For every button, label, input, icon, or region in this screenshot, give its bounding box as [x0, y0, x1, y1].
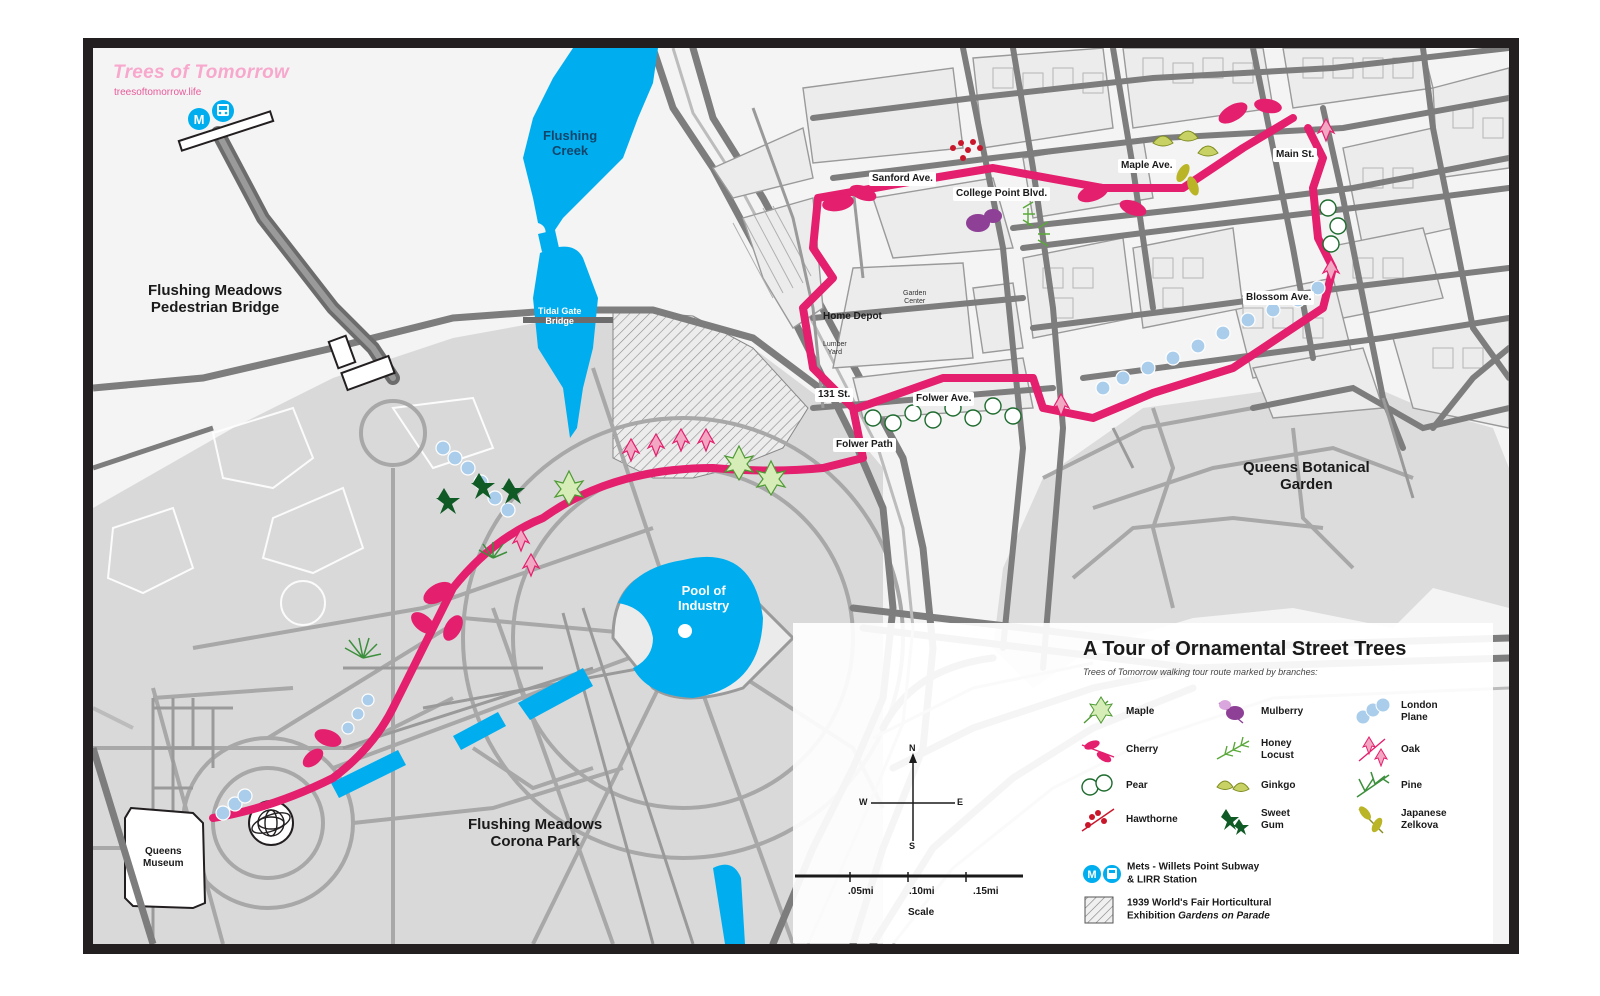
legend-oak: Oak	[1353, 733, 1493, 767]
legend-maple: Maple	[1078, 695, 1218, 729]
scale-tick: .15mi	[973, 886, 999, 897]
legend-label: London Plane	[1401, 700, 1438, 723]
street-college-point: College Point Blvd.	[953, 187, 1051, 201]
legend-hawthorne: Hawthorne	[1078, 803, 1218, 837]
compass-n: N	[909, 743, 916, 753]
legend-subtitle: Trees of Tomorrow walking tour route mar…	[1083, 667, 1318, 677]
route-branches	[215, 98, 1347, 821]
station-icons: M	[188, 100, 234, 130]
street-maple: Maple Ave.	[1118, 159, 1176, 173]
street-folwer-ave: Folwer Ave.	[913, 392, 975, 406]
legend-honey-locust: Honey Locust	[1213, 733, 1353, 767]
legend-mulberry: Mulberry	[1213, 695, 1353, 729]
legend-station-label: Mets - Willets Point Subway & LIRR Stati…	[1127, 861, 1260, 886]
legend-ginkgo: Ginkgo	[1213, 769, 1353, 803]
legend-label: Cherry	[1126, 744, 1159, 755]
scale-bar-graphic	[795, 872, 1023, 882]
sweet-gum-branch-icon	[1221, 809, 1249, 835]
compass: N S W E	[859, 743, 973, 853]
label-pool-of-industry: Pool of Industry	[678, 583, 730, 613]
pear-branch-icon	[1081, 774, 1113, 796]
legend-cherry: Cherry	[1078, 733, 1218, 767]
mulberry-branch-icon	[1218, 700, 1244, 724]
legend-sweet-gum: Sweet Gum	[1213, 803, 1353, 837]
label-tidal-gate-bridge: Tidal Gate Bridge	[538, 306, 582, 327]
street-blossom: Blossom Ave.	[1243, 291, 1315, 305]
legend-label: Ginkgo	[1261, 780, 1296, 791]
ginkgo-branch-icon	[1216, 780, 1250, 792]
legend-london-plane: London Plane	[1353, 695, 1493, 729]
flushing-creek	[523, 48, 658, 238]
legend-label: Hawthorne	[1126, 814, 1178, 825]
zelkova-branch-icon	[1358, 806, 1384, 834]
hatch-swatch-icon	[1084, 896, 1114, 924]
metro-m-icon	[188, 108, 210, 130]
compass-e: E	[957, 797, 964, 807]
label-garden-center: Garden Center	[903, 290, 927, 306]
label-lumber-yard: Lumber Yard	[823, 341, 847, 357]
station-legend-icons: M	[1083, 865, 1121, 883]
botanical-garden-area	[993, 378, 1509, 688]
scale-bar: .05mi .10mi .15mi Scale	[793, 870, 1033, 930]
legend-label: Pear	[1126, 780, 1148, 791]
map-canvas: M	[93, 48, 1509, 944]
legend-panel: A Tour of Ornamental Street Trees Trees …	[793, 623, 1493, 943]
svg-text:M: M	[194, 112, 205, 127]
legend-label: Mulberry	[1261, 706, 1304, 717]
street-folwer-path: Folwer Path	[833, 438, 896, 452]
legend-exhibition-italic: Gardens on Parade	[1178, 910, 1270, 921]
brand-url[interactable]: treesoftomorrow.life	[114, 87, 202, 98]
label-home-depot: Home Depot	[823, 311, 882, 322]
brand-title: Trees of Tomorrow	[113, 62, 290, 83]
street-main: Main St.	[1273, 148, 1318, 162]
hawthorne-branch-icon	[1081, 808, 1115, 832]
compass-cross-icon	[871, 753, 955, 841]
scale-tick: .10mi	[909, 886, 935, 897]
legend-zelkova: Japanese Zelkova	[1353, 803, 1493, 837]
legend-station: M Mets - Willets Point Subway & LIRR Sta…	[1083, 857, 1383, 891]
compass-w: W	[859, 797, 868, 807]
metro-m-icon	[1083, 865, 1101, 883]
honey-locust-branch-icon	[1216, 736, 1250, 760]
pine-branch-icon	[1356, 771, 1390, 798]
oak-branch-icon	[1358, 736, 1389, 767]
legend-exhibition-prefix: Exhibition	[1127, 910, 1179, 921]
legend-label: Maple	[1126, 706, 1155, 717]
legend-label: Pine	[1401, 780, 1423, 791]
legend-label: Honey Locust	[1261, 738, 1294, 761]
label-pedestrian-bridge: Flushing Meadows Pedestrian Bridge	[148, 282, 283, 317]
label-flushing-creek: Flushing Creek	[543, 128, 598, 158]
legend-pine: Pine	[1353, 769, 1493, 803]
street-sanford: Sanford Ave.	[869, 172, 936, 186]
legend-label: Oak	[1401, 744, 1420, 755]
street-131: 131 St.	[815, 388, 854, 402]
london-plane-branch-icon	[1355, 697, 1391, 725]
maple-branch-icon	[1083, 696, 1114, 724]
map-frame: M Trees of Tomorrow treesoftomorrow.life…	[83, 38, 1519, 954]
legend-title: A Tour of Ornamental Street Trees	[1083, 638, 1407, 660]
legend-pear: Pear	[1078, 769, 1218, 803]
legend-label: Sweet Gum	[1261, 808, 1290, 831]
legend-exhibition-line1: 1939 World's Fair Horticultural	[1127, 897, 1272, 909]
scale-tick: .05mi	[848, 886, 874, 897]
legend-label: Japanese Zelkova	[1401, 808, 1447, 831]
compass-s: S	[909, 841, 916, 851]
label-botanical-garden: Queens Botanical Garden	[1243, 459, 1370, 494]
cherry-branch-icon	[1081, 740, 1115, 763]
scale-label: Scale	[908, 907, 935, 918]
svg-text:M: M	[1087, 869, 1096, 881]
label-park: Flushing Meadows Corona Park	[468, 816, 603, 851]
label-queens-museum: Queens Museum	[143, 846, 184, 869]
